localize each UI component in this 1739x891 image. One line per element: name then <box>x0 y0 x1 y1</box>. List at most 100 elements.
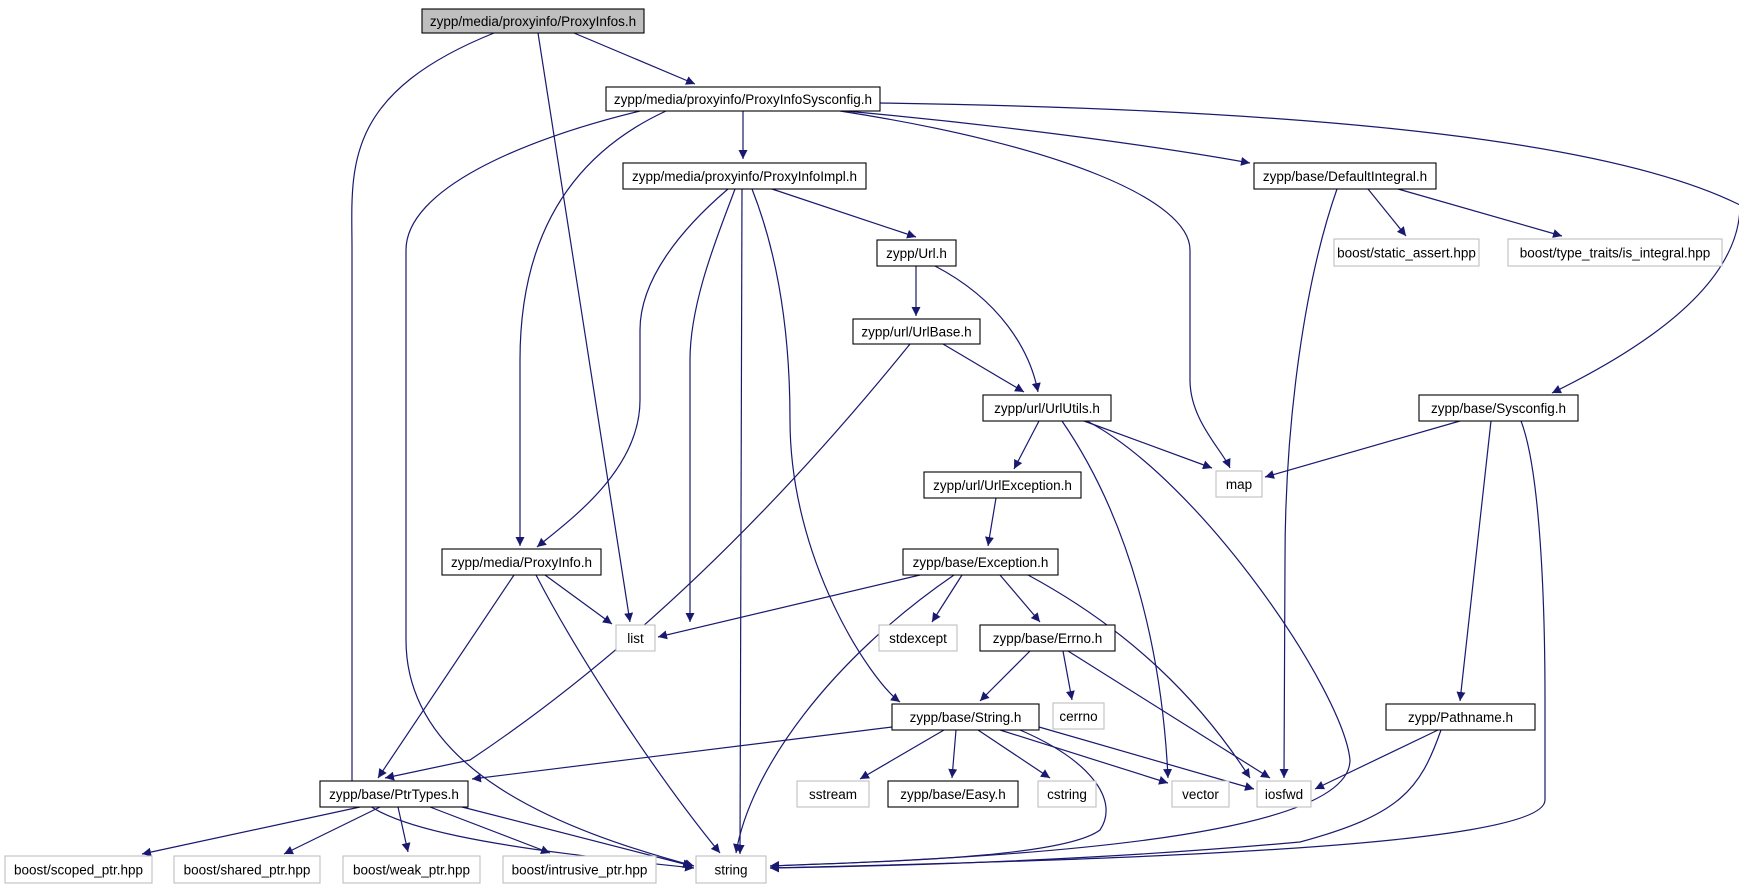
node-impl[interactable]: zypp/media/proxyinfo/ProxyInfoImpl.h <box>622 162 867 190</box>
node-label: boost/static_assert.hpp <box>1337 246 1476 261</box>
edge-proxyinfo-to-ptrtypes <box>377 574 515 779</box>
node-pathname[interactable]: zypp/Pathname.h <box>1385 703 1536 731</box>
node-static-assert[interactable]: boost/static_assert.hpp <box>1333 238 1480 267</box>
node-box <box>796 780 870 808</box>
node-box <box>1507 238 1723 267</box>
node-label: vector <box>1182 787 1219 802</box>
node-label: zypp/media/proxyinfo/ProxyInfoSysconfig.… <box>614 92 872 107</box>
node-label: zypp/url/UrlUtils.h <box>994 401 1100 416</box>
edge-urlutils-to-map <box>1083 420 1213 470</box>
node-weak-ptr[interactable]: boost/weak_ptr.hpp <box>342 855 481 884</box>
edge-sysconfig_pi-to-defint <box>844 110 1251 166</box>
edge-defint-to-iosfwd <box>1279 188 1338 779</box>
node-box <box>342 855 481 884</box>
node-label: zypp/base/Exception.h <box>913 555 1049 570</box>
node-sstream[interactable]: sstream <box>796 780 870 808</box>
edge-urlbase-to-urlutils <box>942 343 1025 393</box>
node-list[interactable]: list <box>615 624 656 652</box>
edge-impl-to-list <box>685 188 736 622</box>
edge-urlutils-to-vector <box>1061 420 1173 779</box>
edge-exception-to-list <box>657 574 921 640</box>
edge-pathname-to-string <box>769 729 1442 873</box>
edge-exception-to-string <box>733 574 955 854</box>
node-box <box>891 703 1040 731</box>
node-box <box>441 548 602 576</box>
node-sysconfig-pi[interactable]: zypp/media/proxyinfo/ProxyInfoSysconfig.… <box>605 86 881 112</box>
edge-errno-to-cerrno <box>1062 650 1075 701</box>
node-box <box>1052 702 1105 730</box>
node-errno[interactable]: zypp/base/Errno.h <box>979 624 1116 652</box>
node-box <box>878 624 958 652</box>
node-label: sstream <box>809 787 857 802</box>
edge-urlutils-to-string <box>769 420 1351 871</box>
node-string-h[interactable]: zypp/base/String.h <box>891 703 1040 731</box>
node-label: zypp/base/Errno.h <box>993 631 1103 646</box>
edge-pathname-to-iosfwd <box>1314 729 1439 790</box>
edge-base_sysconfig-to-pathname <box>1456 420 1492 702</box>
node-box <box>979 624 1116 652</box>
edge-impl-to-string_h <box>751 188 901 703</box>
node-shared-ptr[interactable]: boost/shared_ptr.hpp <box>173 855 321 884</box>
node-proxyinfo[interactable]: zypp/media/ProxyInfo.h <box>441 548 602 576</box>
node-scoped-ptr[interactable]: boost/scoped_ptr.hpp <box>4 855 153 884</box>
node-ptrtypes[interactable]: zypp/base/PtrTypes.h <box>319 780 469 808</box>
edge-defint-to-static_assert <box>1367 188 1407 237</box>
node-intrusive-ptr[interactable]: boost/intrusive_ptr.hpp <box>502 855 657 884</box>
edge-proxyinfo-to-list <box>544 574 613 625</box>
node-urlutils[interactable]: zypp/url/UrlUtils.h <box>982 394 1112 422</box>
node-map[interactable]: map <box>1215 470 1263 498</box>
edge-ptrtypes-to-shared_ptr <box>283 806 381 855</box>
node-label: zypp/base/Easy.h <box>900 787 1006 802</box>
node-label: zypp/base/String.h <box>910 710 1022 725</box>
node-iosfwd[interactable]: iosfwd <box>1256 780 1312 808</box>
node-label: boost/weak_ptr.hpp <box>353 863 470 878</box>
edge-string_h-to-cstring <box>977 729 1051 779</box>
node-defint[interactable]: zypp/base/DefaultIntegral.h <box>1253 162 1437 190</box>
node-easy[interactable]: zypp/base/Easy.h <box>887 780 1019 808</box>
edge-root-to-list <box>537 32 634 623</box>
node-label: boost/shared_ptr.hpp <box>184 863 311 878</box>
node-label: cstring <box>1047 787 1087 802</box>
node-box <box>502 855 657 884</box>
edge-sysconfig_pi-to-map <box>839 110 1231 469</box>
edge-string_h-to-easy <box>948 729 958 779</box>
node-box <box>1256 780 1312 808</box>
edge-impl-to-url <box>771 188 917 239</box>
node-box <box>902 548 1059 576</box>
node-box <box>421 8 645 34</box>
edge-defint-to-is_integral <box>1397 188 1563 238</box>
node-box <box>982 394 1112 422</box>
node-is-integral[interactable]: boost/type_traits/is_integral.hpp <box>1507 238 1723 267</box>
edge-string_h-to-sstream <box>859 729 945 780</box>
node-label: zypp/media/proxyinfo/ProxyInfos.h <box>430 14 636 29</box>
node-box <box>876 239 957 267</box>
edge-sysconfig_pi-to-base_sysconfig <box>879 102 1739 394</box>
node-exception[interactable]: zypp/base/Exception.h <box>902 548 1059 576</box>
edge-ptrtypes-to-weak_ptr <box>397 806 411 853</box>
edge-string_h-to-string <box>769 729 1107 871</box>
edge-string_h-to-iosfwd <box>1038 726 1255 791</box>
edge-root-to-string <box>351 32 695 872</box>
node-label: map <box>1226 477 1252 492</box>
node-root[interactable]: zypp/media/proxyinfo/ProxyInfos.h <box>421 8 645 34</box>
edge-string_h-to-vector <box>999 729 1169 785</box>
edge-url-to-urlutils <box>934 265 1041 393</box>
node-label: zypp/media/proxyinfo/ProxyInfoImpl.h <box>632 169 857 184</box>
node-box <box>605 86 881 112</box>
node-label: zypp/url/UrlBase.h <box>861 325 971 340</box>
node-cstring[interactable]: cstring <box>1037 780 1097 808</box>
node-urlexc[interactable]: zypp/url/UrlException.h <box>923 471 1082 499</box>
node-base-sysconfig[interactable]: zypp/base/Sysconfig.h <box>1418 394 1579 422</box>
edge-base_sysconfig-to-string <box>769 420 1546 873</box>
node-string[interactable]: string <box>695 855 767 884</box>
node-label: boost/scoped_ptr.hpp <box>14 863 143 878</box>
edge-errno-to-iosfwd <box>1067 650 1271 779</box>
node-vector[interactable]: vector <box>1171 780 1230 808</box>
node-cerrno[interactable]: cerrno <box>1052 702 1105 730</box>
edge-root-to-sysconfig_pi <box>573 32 696 85</box>
node-box <box>1037 780 1097 808</box>
node-urlbase[interactable]: zypp/url/UrlBase.h <box>852 318 981 345</box>
node-url[interactable]: zypp/Url.h <box>876 239 957 267</box>
edge-exception-to-errno <box>999 574 1041 623</box>
node-stdexcept[interactable]: stdexcept <box>878 624 958 652</box>
